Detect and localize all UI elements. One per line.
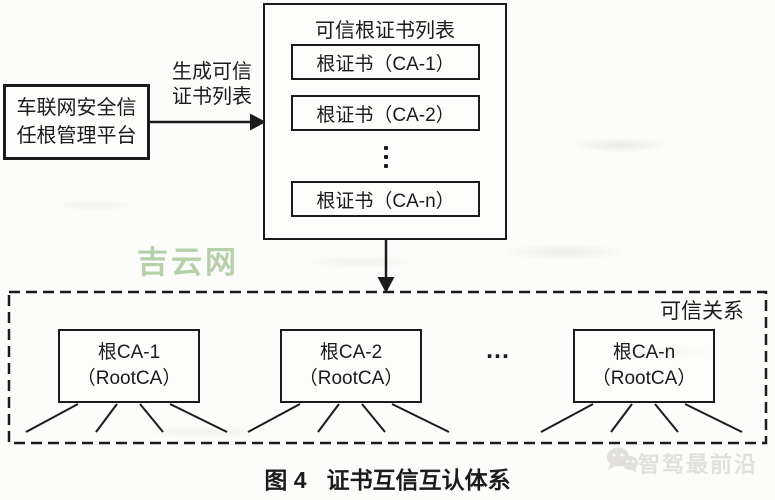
- root-ca-n-box: 根CA-n （RootCA）: [573, 329, 715, 403]
- watermark-green: 吉云网: [137, 245, 239, 280]
- root-ca-1-name: 根CA-1: [97, 342, 161, 363]
- root-ca-n-name: 根CA-n: [612, 342, 676, 363]
- figure-caption-number: 图 4: [264, 467, 307, 493]
- cert-item-can: 根证书（CA-n）: [291, 181, 480, 217]
- fan-lines-root-ca-n: [540, 403, 743, 433]
- platform-box-line1: 车联网安全信: [16, 97, 137, 119]
- arrow-label: 生成可信 证书列表: [158, 60, 266, 110]
- root-ca-2-subtitle: （RootCA）: [298, 368, 404, 389]
- figure-caption-title: 证书互信互认体系: [326, 467, 511, 493]
- trust-zone-label: 可信关系: [660, 300, 744, 323]
- figure-caption: 图 4 证书互信互认体系: [0, 461, 775, 495]
- root-ca-1-box: 根CA-1 （RootCA）: [58, 329, 200, 403]
- cert-list-box: 可信根证书列表 根证书（CA-1） 根证书（CA-2） 根证书（CA-n）: [263, 3, 507, 240]
- cert-item-ca2: 根证书（CA-2）: [291, 95, 480, 131]
- arrow-down-head: [377, 277, 395, 293]
- arrow-label-line2: 证书列表: [172, 86, 252, 108]
- cert-item-ca1: 根证书（CA-1）: [291, 44, 480, 80]
- platform-box-line2: 任根管理平台: [16, 125, 137, 147]
- cert-list-title: 可信根证书列表: [315, 20, 455, 42]
- vertical-ellipsis: [381, 141, 391, 173]
- watermark-gray: 智驾最前沿: [638, 452, 759, 477]
- root-ca-2-name: 根CA-2: [319, 342, 383, 363]
- fan-lines-root-ca-2: [247, 403, 450, 433]
- platform-box: 车联网安全信 任根管理平台: [3, 84, 150, 160]
- root-ca-2-box: 根CA-2 （RootCA）: [280, 329, 422, 403]
- arrow-label-line1: 生成可信: [172, 61, 252, 83]
- horizontal-ellipsis: ...: [486, 336, 510, 364]
- root-ca-n-subtitle: （RootCA）: [591, 368, 697, 389]
- root-ca-1-subtitle: （RootCA）: [76, 368, 182, 389]
- fan-lines-root-ca-1: [25, 403, 228, 433]
